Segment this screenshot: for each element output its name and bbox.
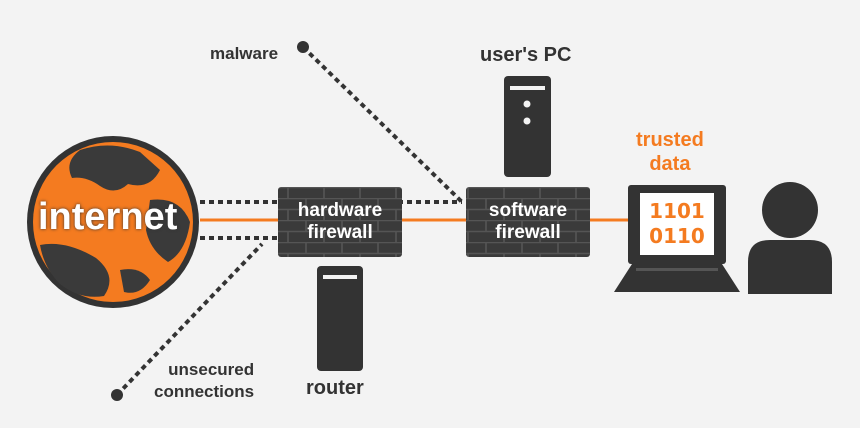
hardware-firewall-line1: hardware <box>297 200 383 221</box>
router-label: router <box>306 377 364 399</box>
unsecured-label-line2: connections <box>154 382 255 401</box>
internet-label: internet <box>38 196 178 238</box>
user-icon <box>748 182 832 294</box>
malware-dot-icon <box>297 41 309 53</box>
unsecured-connections-label: unsecured connections <box>154 359 254 403</box>
unsecured-label-line1: unsecured <box>168 360 255 379</box>
monitor-icon <box>614 185 740 292</box>
software-firewall-line1: software <box>488 200 568 221</box>
trusted-data-line1: trusted <box>636 129 704 151</box>
binary-line2: 0110 <box>649 224 705 248</box>
software-firewall-label: software firewall <box>466 200 590 244</box>
trusted-data-line2: data <box>649 153 691 175</box>
router-tower-icon <box>317 266 363 371</box>
binary-data-text: 1101 0110 <box>640 199 714 249</box>
binary-line1: 1101 <box>649 199 705 223</box>
hardware-firewall-label: hardware firewall <box>278 200 402 244</box>
users-pc-label: user's PC <box>480 44 572 66</box>
hardware-firewall-line2: firewall <box>307 222 373 243</box>
hardware-firewall-brick-icon <box>278 187 402 257</box>
malware-label: malware <box>210 44 279 63</box>
globe-icon <box>27 136 199 308</box>
pc-tower-icon <box>504 76 551 177</box>
unsecured-dot-icon <box>111 389 123 401</box>
software-firewall-brick-icon <box>466 187 590 257</box>
trusted-data-label: trusted data <box>636 128 704 176</box>
software-firewall-line2: firewall <box>495 222 561 243</box>
